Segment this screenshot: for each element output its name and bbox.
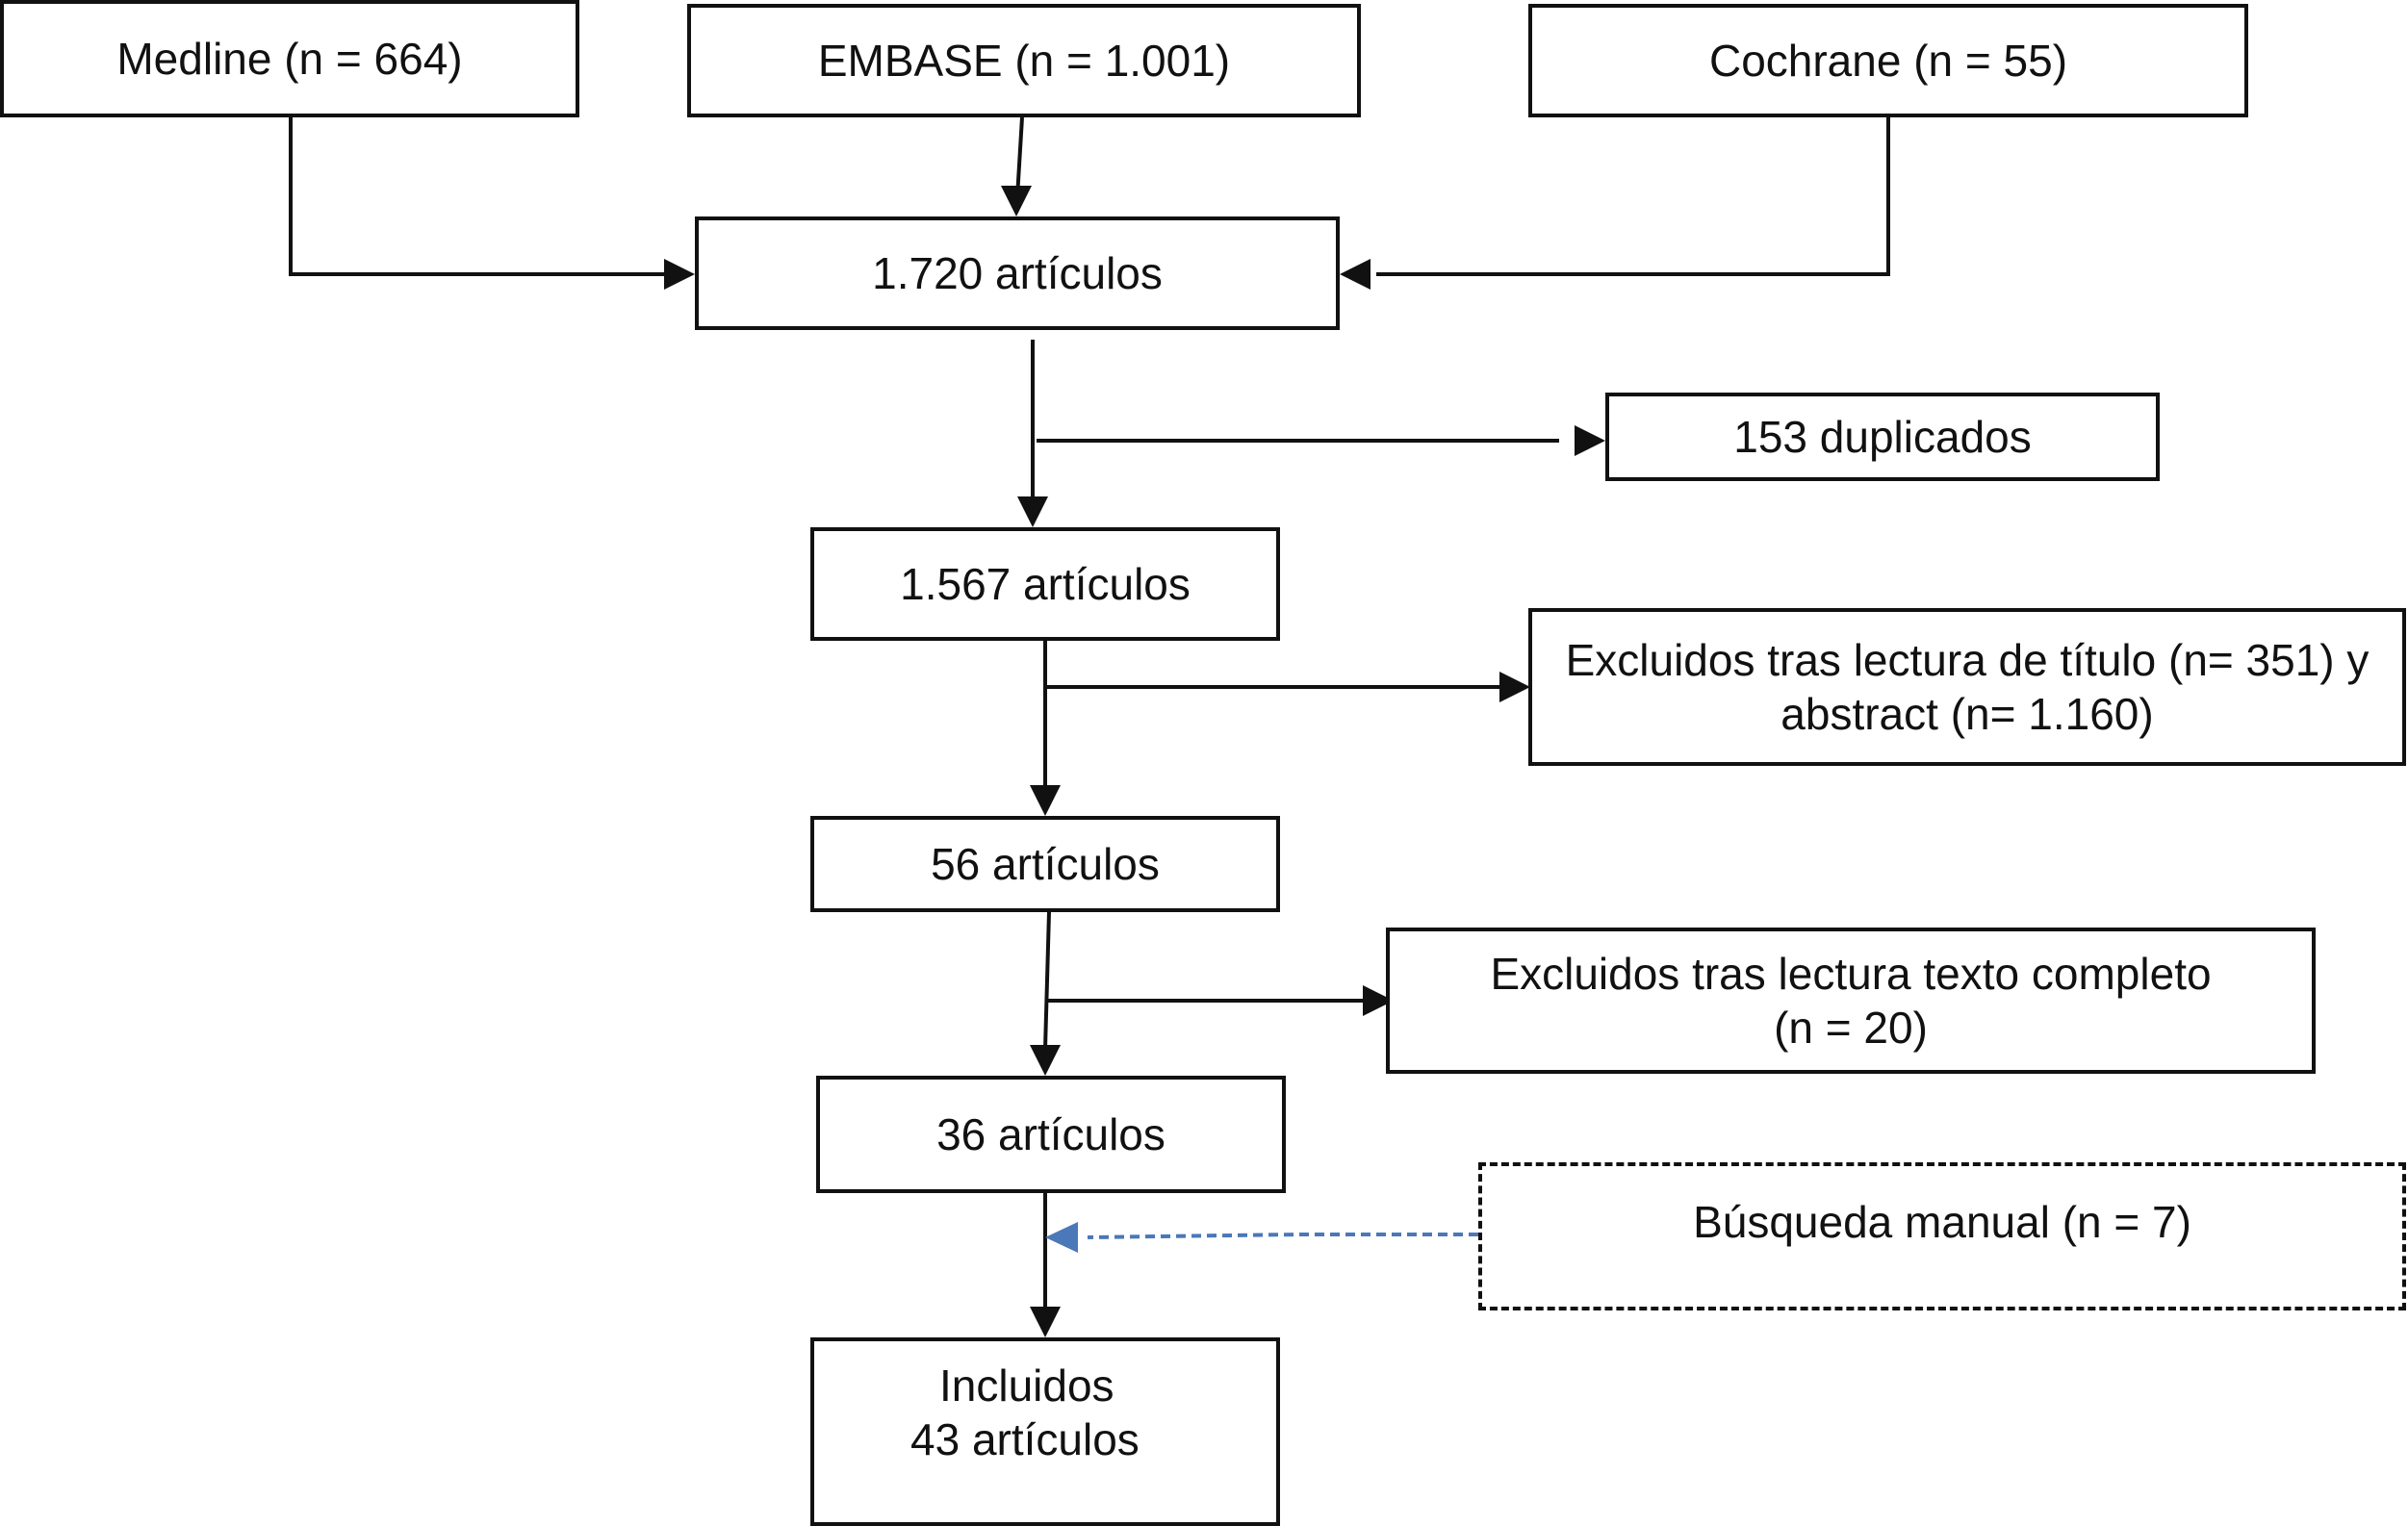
medline-label: Medline (n = 664) xyxy=(116,34,463,84)
duplicates-label: 153 duplicados xyxy=(1733,412,2032,462)
excluded-title-line2: abstract (n= 1.160) xyxy=(1780,689,2154,739)
cochrane-box: Cochrane (n = 55) xyxy=(1528,4,2248,117)
excluded-title-abstract-box: Excluidos tras lectura de título (n= 351… xyxy=(1528,608,2406,766)
arrowhead-duplicates xyxy=(1575,425,1605,456)
arrowhead-medline xyxy=(664,259,695,290)
arrowhead-36 xyxy=(1030,1045,1061,1076)
excluded-fulltext-box: Excluidos tras lectura texto completo (n… xyxy=(1386,928,2316,1074)
arrow-manual-search xyxy=(1087,1233,1478,1239)
total-articles-box: 1.720 artículos xyxy=(695,216,1340,330)
embase-label: EMBASE (n = 1.001) xyxy=(817,36,1231,86)
arrowhead-56 xyxy=(1030,785,1061,816)
arrowhead-included xyxy=(1030,1307,1061,1337)
included-box: Incluidos 43 artículos xyxy=(810,1337,1280,1526)
arrowhead-excluded-title xyxy=(1499,672,1530,702)
after-duplicates-label: 1.567 artículos xyxy=(900,559,1191,609)
excluded-fulltext-line1: Excluidos tras lectura texto completo xyxy=(1490,949,2212,999)
arrow-56-to-36 xyxy=(1043,911,1051,1050)
arrow-embase-to-total xyxy=(1015,116,1024,198)
arrowhead-embase xyxy=(1001,186,1032,216)
embase-box: EMBASE (n = 1.001) xyxy=(687,4,1361,117)
arrowhead-manual-search xyxy=(1045,1222,1078,1253)
arrow-medline-to-total xyxy=(289,117,675,279)
after-fulltext-box: 36 artículos xyxy=(816,1076,1286,1193)
total-articles-label: 1.720 artículos xyxy=(872,248,1163,298)
medline-box: Medline (n = 664) xyxy=(0,0,579,117)
after-duplicates-box: 1.567 artículos xyxy=(810,527,1280,641)
manual-search-label: Búsqueda manual (n = 7) xyxy=(1693,1197,2191,1247)
excluded-fulltext-line2: (n = 20) xyxy=(1774,1003,1928,1053)
excluded-title-line1: Excluidos tras lectura de título (n= 351… xyxy=(1565,635,2370,685)
manual-search-box: Búsqueda manual (n = 7) xyxy=(1478,1162,2406,1310)
after-title-abstract-box: 56 artículos xyxy=(810,816,1280,912)
arrowhead-excluded-fulltext xyxy=(1363,985,1394,1016)
arrowheads xyxy=(664,186,1605,1337)
included-line1: Incluidos xyxy=(939,1361,1114,1411)
after-fulltext-label: 36 artículos xyxy=(936,1109,1166,1159)
arrowhead-1567 xyxy=(1017,496,1048,527)
included-line2: 43 artículos xyxy=(910,1414,1140,1464)
arrowhead-cochrane xyxy=(1340,259,1371,290)
arrow-cochrane-to-total xyxy=(1376,117,1890,276)
duplicates-box: 153 duplicados xyxy=(1605,393,2160,481)
cochrane-label: Cochrane (n = 55) xyxy=(1708,36,2068,86)
after-title-abstract-label: 56 artículos xyxy=(931,839,1160,889)
